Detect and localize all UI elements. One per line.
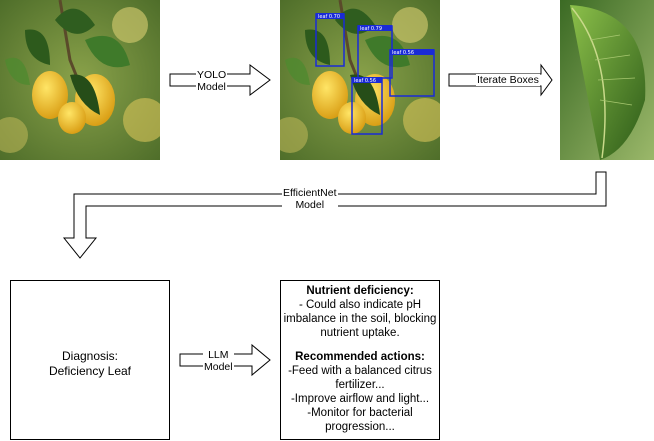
diagnosis-title: Diagnosis:: [61, 349, 119, 363]
iterate-label: Iterate Boxes: [476, 74, 540, 86]
llm-label: LLM Model: [203, 349, 234, 373]
yolo-label: YOLO Model: [196, 69, 228, 93]
detection-photo: leaf 0.70 leaf 0.79 leaf 0.56 leaf 0.56: [280, 0, 440, 160]
report-deficiency-text: - Could also indicate pH imbalance in th…: [283, 299, 437, 339]
detection-label: leaf 0.56: [392, 50, 414, 56]
diagnosis-result: Deficiency Leaf: [48, 364, 132, 378]
cropped-leaf-photo: [560, 0, 654, 160]
efficientnet-label: EfficientNet Model: [282, 187, 338, 211]
detection-box: leaf 0.56: [389, 49, 435, 97]
report-action: -Feed with a balanced citrus fertilizer.…: [288, 365, 432, 391]
recommendation-box: Nutrient deficiency: - Could also indica…: [280, 280, 440, 440]
detection-box: leaf 0.56: [351, 77, 383, 135]
diagnosis-box: Diagnosis: Deficiency Leaf: [10, 280, 170, 440]
report-heading-deficiency: Nutrient deficiency:: [306, 285, 414, 297]
detection-label: leaf 0.70: [318, 14, 340, 20]
detection-label: leaf 0.56: [354, 78, 376, 84]
input-lemon-photo: [0, 0, 160, 160]
report-action: -Monitor for bacterial progression...: [307, 407, 413, 433]
detection-box: leaf 0.70: [315, 13, 345, 67]
detection-label: leaf 0.79: [360, 26, 382, 32]
efficientnet-arrow: [62, 171, 607, 259]
report-action: -Improve airflow and light...: [290, 393, 430, 405]
report-heading-actions: Recommended actions:: [295, 351, 425, 363]
